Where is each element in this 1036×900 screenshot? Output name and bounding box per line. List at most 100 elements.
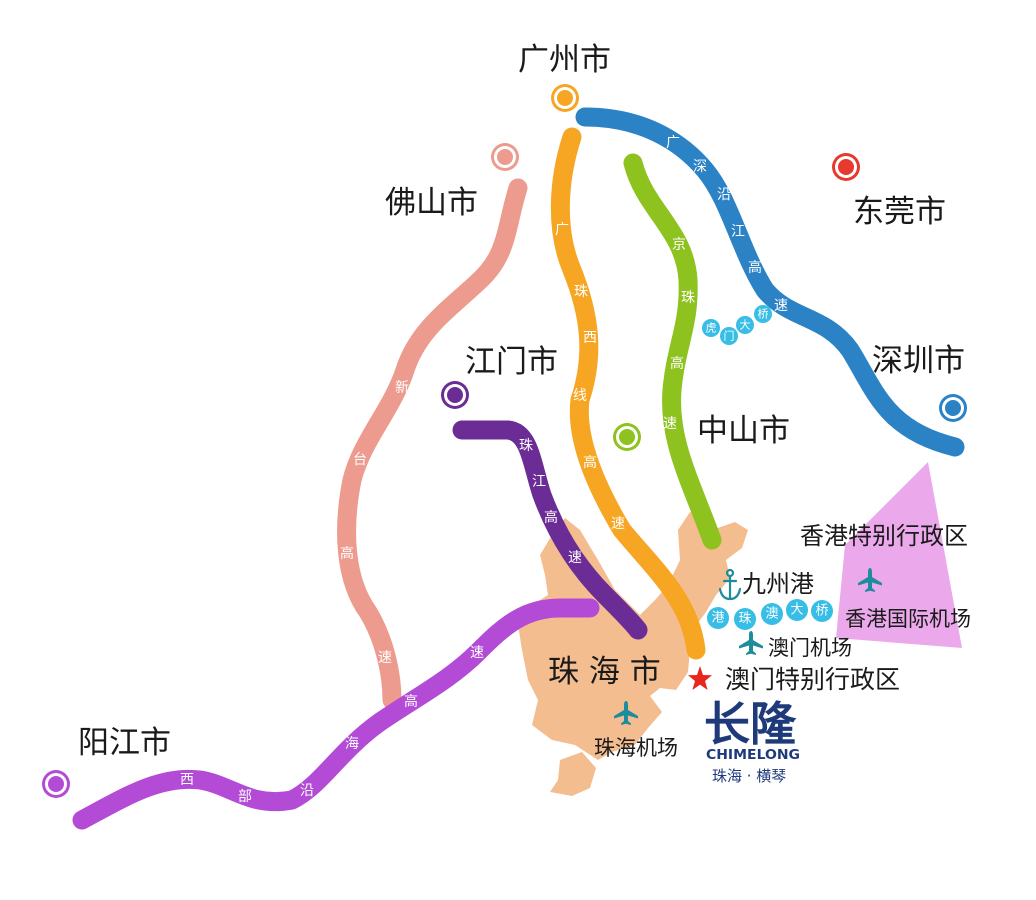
bridge-label-char: 珠	[738, 612, 751, 627]
highway-label-char: 速	[611, 516, 625, 532]
city-marker-icon-guangzhou[interactable]	[551, 84, 579, 112]
city-label-zhuhai: 珠 海 市	[548, 654, 661, 690]
highway-label-char: 速	[663, 416, 677, 432]
highway-western-coastal	[72, 598, 600, 830]
city-marker-icon-foshan[interactable]	[491, 143, 519, 171]
bridge-label-char: 澳	[765, 606, 778, 622]
bridge-label-char: 虎	[706, 322, 717, 335]
airplane-icon-shape	[858, 568, 882, 592]
highway-label-char: 深	[693, 159, 707, 175]
highway-guangzhu-west	[550, 127, 706, 660]
humen-bridge-badges: 虎 门 大 桥	[702, 305, 772, 345]
highway-label-char: 高	[544, 509, 558, 526]
logo-name: 长隆	[704, 697, 797, 751]
city-label-yangjiang: 阳江市	[78, 725, 171, 761]
highway-label-char: 沿	[300, 783, 314, 799]
logo-location: 珠海 · 横琴	[712, 767, 786, 785]
highway-label-char: 部	[238, 789, 252, 805]
highway-label-char: 线	[573, 388, 587, 404]
bridge-label-char: 大	[740, 318, 751, 332]
bridge-label-char: 桥	[815, 604, 828, 619]
bridge-badge	[720, 327, 738, 345]
highway-label-char: 速	[470, 645, 484, 661]
highway-label-char: 京	[672, 237, 686, 253]
region-label-hongkong: 香港特别行政区	[800, 522, 968, 550]
highway-label-char: 海	[345, 736, 359, 752]
highway-label-char: 江	[532, 474, 546, 490]
chimelong-logo[interactable]: 长隆 CHIMELONG 珠海 · 横琴	[704, 697, 800, 785]
bridge-badge	[707, 607, 729, 629]
city-marker-icon-dongguan[interactable]	[832, 153, 860, 181]
bridge-badge	[786, 599, 808, 621]
city-marker-icon-shenzhen[interactable]	[939, 394, 967, 422]
city-marker-icon-zhongshan[interactable]	[613, 423, 641, 451]
bridge-badge	[702, 319, 720, 337]
hzm-bridge-badges: 港 珠 澳 大 桥	[707, 599, 833, 630]
place-labels: 香港特别行政区 九州港 香港国际机场 澳门机场 澳门特别行政区 珠海机场	[594, 522, 971, 760]
city-marker-icon-yangjiang[interactable]	[42, 770, 70, 798]
city-label-guangzhou: 广州市	[518, 42, 611, 78]
region-label-macau: 澳门特别行政区	[725, 665, 900, 694]
bridge-badge	[811, 600, 833, 622]
highway-label-char: 广	[666, 135, 680, 151]
highway-jingzhu	[623, 153, 722, 550]
bridge-badge	[761, 603, 783, 625]
marker-dot	[619, 429, 635, 445]
highway-label-char: 高	[748, 259, 762, 276]
highway-guangshen-yanjiang	[575, 107, 965, 457]
marker-dot	[838, 159, 854, 175]
highway-labels: 广 深 沿 江 高 速 京 珠 高 速 广 珠 西 线 高 速 珠 江 高 速 …	[180, 135, 788, 805]
highway-label-char: 新	[395, 380, 409, 396]
bridge-label-char: 大	[790, 603, 803, 618]
city-label-jiangmen: 江门市	[465, 344, 558, 380]
city-label-zhongshan: 中山市	[697, 413, 790, 449]
highway-label-char: 台	[353, 452, 367, 468]
highway-label-char: 珠	[574, 284, 588, 300]
bridge-badge	[754, 305, 772, 323]
airplane-icon-zhuhai-airport[interactable]	[614, 701, 638, 725]
airplane-icon-macau-airport[interactable]	[739, 631, 763, 655]
place-label-zhuhai-airport: 珠海机场	[594, 736, 678, 760]
place-label-macau-airport: 澳门机场	[768, 636, 852, 660]
highway-label-char: 江	[731, 224, 745, 240]
star-icon-macau[interactable]	[688, 666, 712, 690]
anchor-icon[interactable]	[718, 568, 742, 601]
city-label-shenzhen: 深圳市	[872, 343, 965, 379]
city-label-foshan: 佛山市	[385, 185, 478, 221]
highway-label-char: 高	[404, 693, 418, 710]
marker-dot	[557, 90, 573, 106]
city-labels: 广州市 佛山市 东莞市 江门市 深圳市 中山市 珠 海 市 阳江市	[78, 42, 965, 761]
place-label-hk-airport: 香港国际机场	[845, 607, 971, 631]
highway-label-char: 高	[583, 454, 597, 471]
hongkong-region-area	[836, 462, 962, 648]
logo-latin-name: CHIMELONG	[706, 748, 800, 763]
marker-dot	[497, 149, 513, 165]
highway-label-char: 速	[568, 550, 582, 566]
highway-zhujiang	[452, 420, 648, 640]
bridge-badge	[734, 608, 756, 630]
highway-label-char: 高	[670, 355, 684, 372]
bridge-label-char: 门	[724, 329, 735, 343]
place-label-jiuzhou-port: 九州港	[742, 570, 814, 598]
highway-xintai	[337, 178, 528, 710]
bridge-badge	[736, 316, 754, 334]
city-markers	[42, 84, 967, 798]
airplane-icon-shape	[614, 701, 638, 725]
bridge-label-char: 港	[711, 611, 724, 626]
city-marker-icon-jiangmen[interactable]	[441, 381, 469, 409]
highway-label-char: 珠	[681, 290, 695, 306]
highway-label-char: 珠	[519, 438, 533, 454]
marker-dot	[447, 387, 463, 403]
airplane-icon-hk-airport[interactable]	[858, 568, 882, 592]
anchor-arms	[718, 587, 742, 601]
highway-label-char: 速	[378, 650, 392, 666]
highway-label-char: 广	[555, 222, 569, 238]
highway-label-char: 速	[774, 298, 788, 314]
marker-dot	[945, 400, 961, 416]
highway-label-char: 西	[583, 330, 597, 346]
marker-dot	[48, 776, 64, 792]
land-island	[550, 752, 596, 796]
city-label-dongguan: 东莞市	[853, 194, 946, 230]
